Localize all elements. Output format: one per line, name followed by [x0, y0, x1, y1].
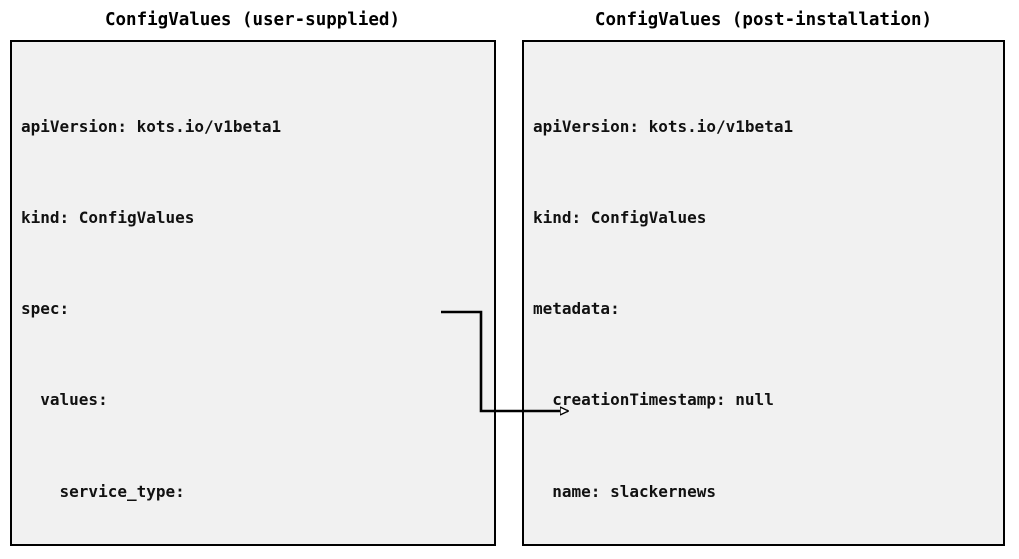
code-text: kind: ConfigValues [533, 208, 707, 228]
code-text: creationTimestamp: null [533, 390, 774, 410]
code-line: spec: [21, 294, 492, 324]
code-text: spec: [21, 299, 70, 319]
code-line: apiVersion: kots.io/v1beta1 [533, 112, 1001, 142]
left-panel-code: apiVersion: kots.io/v1beta1 kind: Config… [21, 51, 492, 544]
code-line: apiVersion: kots.io/v1beta1 [21, 112, 492, 142]
code-line: name: slackernews [533, 477, 1001, 507]
code-text: kind: ConfigValues [21, 208, 195, 228]
code-line: service_type: [21, 477, 492, 507]
code-text: apiVersion: kots.io/v1beta1 [533, 116, 794, 136]
code-line: metadata: [533, 294, 1001, 324]
code-text: service_type: [21, 481, 185, 501]
right-panel-code: apiVersion: kots.io/v1beta1 kind: Config… [533, 51, 1001, 544]
code-line: kind: ConfigValues [533, 203, 1001, 233]
left-panel-configvalues-user-supplied: apiVersion: kots.io/v1beta1 kind: Config… [10, 40, 496, 546]
code-line: kind: ConfigValues [21, 203, 492, 233]
left-panel-title: ConfigValues (user-supplied) [104, 10, 400, 30]
code-text: metadata: [533, 299, 620, 319]
right-panel-configvalues-post-installation: apiVersion: kots.io/v1beta1 kind: Config… [522, 40, 1005, 546]
code-text: values: [21, 390, 108, 410]
code-line: creationTimestamp: null [533, 385, 1001, 415]
right-panel-title: ConfigValues (post-installation) [594, 10, 933, 30]
code-line: values: [21, 385, 492, 415]
code-text: name: slackernews [533, 481, 717, 501]
code-text: apiVersion: kots.io/v1beta1 [21, 116, 282, 136]
